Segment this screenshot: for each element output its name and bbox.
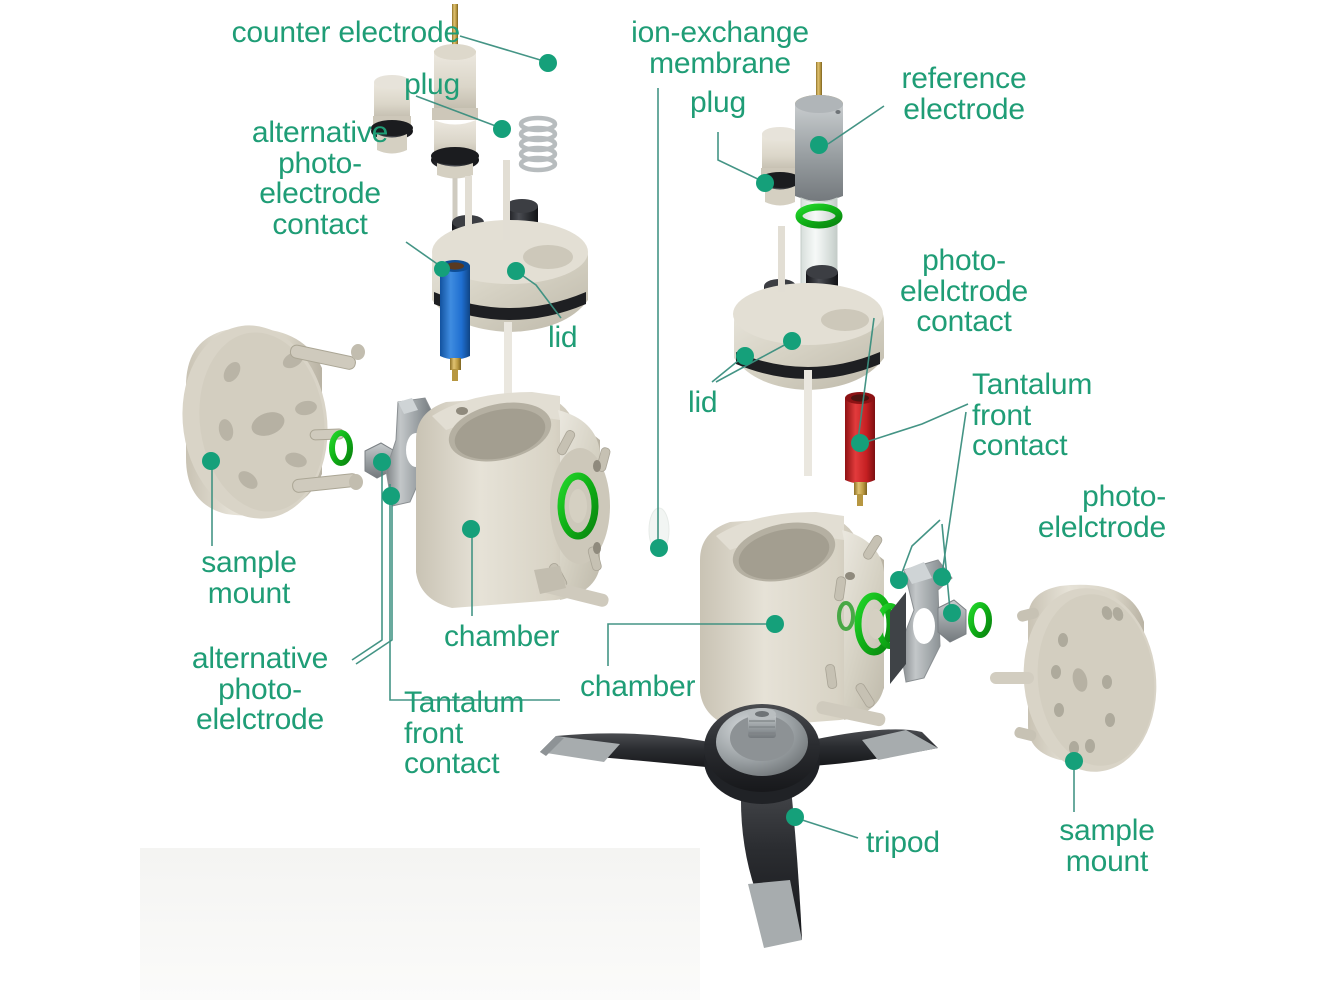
- label-photo-electrode-right: photo- elelctrode: [1037, 480, 1166, 544]
- label-sample-mount-right: sample mount: [1059, 814, 1155, 878]
- label-counter-electrode: counter electrode: [231, 16, 461, 49]
- sample-mount-left-part: [182, 325, 365, 519]
- label-alternative-photo-electrode-contact: alternative photo- electrode contact: [251, 116, 389, 241]
- spring-part: [518, 115, 558, 173]
- counter-electrode-part: [431, 4, 479, 238]
- tripod-part: [540, 704, 938, 948]
- label-tantalum-front-contact-left: Tantalum front contact: [404, 686, 525, 781]
- oring-right-part: [968, 602, 992, 638]
- sample-mount-right-part: [990, 584, 1157, 772]
- label-lid-left: lid: [548, 321, 578, 354]
- label-tripod: tripod: [866, 826, 940, 859]
- label-photo-electrode-contact: photo- elelctrode contact: [899, 244, 1029, 339]
- label-plug-left: plug: [404, 68, 460, 101]
- chamber-right-part: [700, 512, 904, 728]
- label-reference-electrode: reference electrode: [901, 62, 1027, 126]
- label-chamber-right: chamber: [580, 670, 696, 703]
- oring-left-part: [329, 430, 353, 466]
- chamber-left-part: [416, 392, 611, 608]
- background-panel: [140, 848, 700, 1000]
- label-lid-right: lid: [688, 386, 718, 419]
- plug-left-part: [371, 75, 413, 154]
- label-sample-mount-left: sample mount: [201, 546, 297, 610]
- lid-right-part: [733, 226, 884, 476]
- label-plug-right: plug: [690, 86, 746, 119]
- callout-dots: [202, 54, 1083, 826]
- lid-left-part: [432, 160, 588, 462]
- label-ion-exchange-membrane: ion-exchange membrane: [631, 16, 809, 80]
- label-alternative-photo-electrode: alternative photo- elelctrode: [191, 642, 329, 737]
- label-tantalum-front-contact-right: Tantalum front contact: [972, 368, 1093, 463]
- label-chamber-left: chamber: [444, 620, 560, 653]
- plug-right-part: [759, 127, 801, 206]
- alt-photo-electrode-contact-blue: [440, 260, 470, 381]
